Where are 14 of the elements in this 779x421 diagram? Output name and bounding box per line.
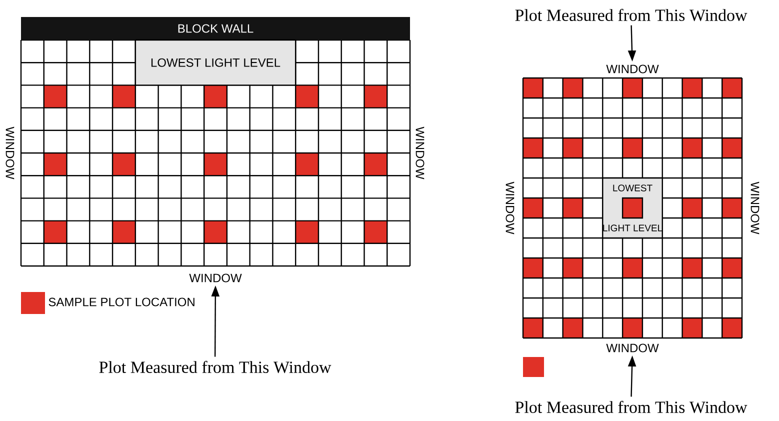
caption-text: Plot Measured from This Window: [515, 8, 748, 22]
legend-text: SAMPLE PLOT LOCATION: [48, 298, 194, 306]
shaded-area: LOWEST LIGHT LEVEL: [602, 177, 663, 239]
window-label: WINDOW: [606, 64, 659, 74]
window-label: WINDOW: [606, 344, 659, 352]
window-label: WINDOW: [506, 182, 514, 234]
shaded-area: LOWEST LIGHT LEVEL: [134, 39, 296, 86]
window-label: WINDOW: [750, 182, 760, 234]
window-label: WINDOW: [189, 274, 242, 282]
caption-text: Plot Measured from This Window: [99, 360, 332, 374]
window-label: WINDOW: [6, 126, 14, 180]
window-label: WINDOW: [416, 126, 424, 180]
wall-band: BLOCK WALL: [21, 17, 410, 40]
caption-text: Plot Measured from This Window: [515, 400, 748, 414]
